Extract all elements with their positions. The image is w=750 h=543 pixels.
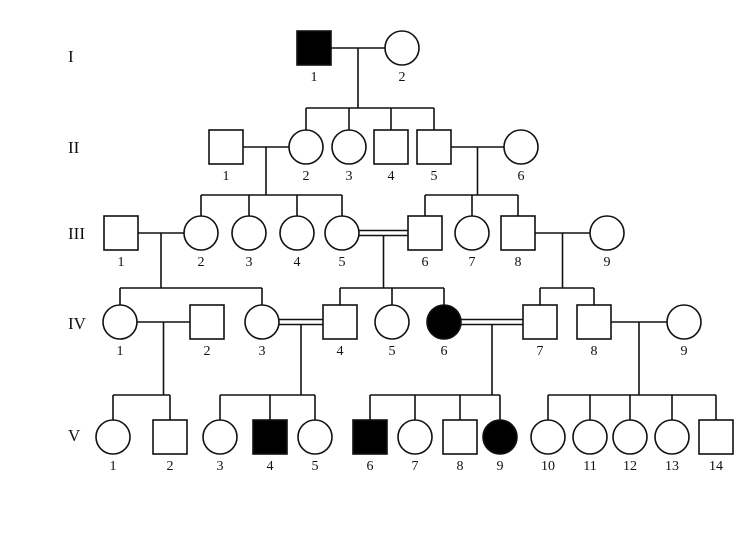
female-circle-iv-5 <box>374 304 410 340</box>
generation-labels: I II III IV V <box>68 47 87 445</box>
individual-number-v-6: 6 <box>367 459 374 474</box>
female-circle-v-10 <box>530 419 566 455</box>
individual-number-v-4: 4 <box>267 459 274 474</box>
female-circle-iii-4 <box>279 215 315 251</box>
individual-number-v-12: 12 <box>623 459 637 474</box>
individual-number-iv-4: 4 <box>337 344 344 359</box>
individual-number-v-2: 2 <box>167 459 174 474</box>
individual-number-i-2: 2 <box>399 70 406 85</box>
individual-number-v-14: 14 <box>709 459 723 474</box>
individual-number-iv-1: 1 <box>117 344 124 359</box>
female-circle-v-3 <box>202 419 238 455</box>
affected-female-circle-iv-6 <box>426 304 462 340</box>
male-square-iv-2 <box>189 304 225 340</box>
male-square-iii-6 <box>407 215 443 251</box>
individual-number-v-7: 7 <box>412 459 419 474</box>
female-circle-iii-5 <box>324 215 360 251</box>
female-circle-ii-6 <box>503 129 539 165</box>
male-square-v-8 <box>442 419 478 455</box>
male-square-ii-1 <box>208 129 244 165</box>
individual-number-v-10: 10 <box>541 459 555 474</box>
male-square-v-2 <box>152 419 188 455</box>
male-square-ii-4 <box>373 129 409 165</box>
individual-number-v-5: 5 <box>312 459 319 474</box>
affected-male-square-i-1 <box>296 30 332 66</box>
individual-number-i-1: 1 <box>311 70 318 85</box>
female-circle-i-2 <box>384 30 420 66</box>
individual-number-v-3: 3 <box>217 459 224 474</box>
generation-label-v: V <box>68 426 81 445</box>
male-square-iv-4 <box>322 304 358 340</box>
generation-label-iii: III <box>68 224 85 243</box>
female-circle-v-11 <box>572 419 608 455</box>
female-circle-v-12 <box>612 419 648 455</box>
female-circle-v-7 <box>397 419 433 455</box>
male-square-iv-8 <box>576 304 612 340</box>
female-circle-iii-2 <box>183 215 219 251</box>
female-circle-iii-3 <box>231 215 267 251</box>
individual-number-ii-5: 5 <box>431 169 438 184</box>
individual-number-ii-6: 6 <box>518 169 525 184</box>
individual-number-v-9: 9 <box>497 459 504 474</box>
female-circle-iii-9 <box>589 215 625 251</box>
individual-symbols <box>95 30 734 455</box>
individual-number-iv-5: 5 <box>389 344 396 359</box>
male-square-v-14 <box>698 419 734 455</box>
individual-number-iii-4: 4 <box>294 255 301 270</box>
individual-number-ii-2: 2 <box>303 169 310 184</box>
individual-number-iii-1: 1 <box>118 255 125 270</box>
individual-number-iii-2: 2 <box>198 255 205 270</box>
male-square-iii-1 <box>103 215 139 251</box>
affected-male-square-v-6 <box>352 419 388 455</box>
individual-number-iii-6: 6 <box>422 255 429 270</box>
connector-lines <box>112 47 717 420</box>
male-square-iv-7 <box>522 304 558 340</box>
individual-number-iv-6: 6 <box>441 344 448 359</box>
female-circle-v-1 <box>95 419 131 455</box>
individual-number-v-1: 1 <box>110 459 117 474</box>
individual-number-v-11: 11 <box>583 459 596 474</box>
male-square-iii-8 <box>500 215 536 251</box>
female-circle-iii-7 <box>454 215 490 251</box>
female-circle-v-5 <box>297 419 333 455</box>
individual-number-iii-8: 8 <box>515 255 522 270</box>
individual-number-iv-7: 7 <box>537 344 544 359</box>
affected-female-circle-v-9 <box>482 419 518 455</box>
generation-label-i: I <box>68 47 74 66</box>
individual-number-iii-9: 9 <box>604 255 611 270</box>
male-square-ii-5 <box>416 129 452 165</box>
individual-number-ii-4: 4 <box>388 169 395 184</box>
individual-number-ii-3: 3 <box>346 169 353 184</box>
individual-number-v-8: 8 <box>457 459 464 474</box>
individual-number-iv-9: 9 <box>681 344 688 359</box>
female-circle-iv-3 <box>244 304 280 340</box>
individual-number-iii-3: 3 <box>246 255 253 270</box>
generation-label-iv: IV <box>68 314 87 333</box>
female-circle-iv-9 <box>666 304 702 340</box>
individual-number-iii-5: 5 <box>339 255 346 270</box>
individual-number-iv-3: 3 <box>259 344 266 359</box>
female-circle-iv-1 <box>102 304 138 340</box>
individual-number-ii-1: 1 <box>223 169 230 184</box>
female-circle-ii-3 <box>331 129 367 165</box>
affected-male-square-v-4 <box>252 419 288 455</box>
female-circle-v-13 <box>654 419 690 455</box>
individual-number-iii-7: 7 <box>469 255 476 270</box>
generation-label-ii: II <box>68 138 80 157</box>
individual-number-v-13: 13 <box>665 459 679 474</box>
individual-number-iv-2: 2 <box>204 344 211 359</box>
individual-number-iv-8: 8 <box>591 344 598 359</box>
female-circle-ii-2 <box>288 129 324 165</box>
